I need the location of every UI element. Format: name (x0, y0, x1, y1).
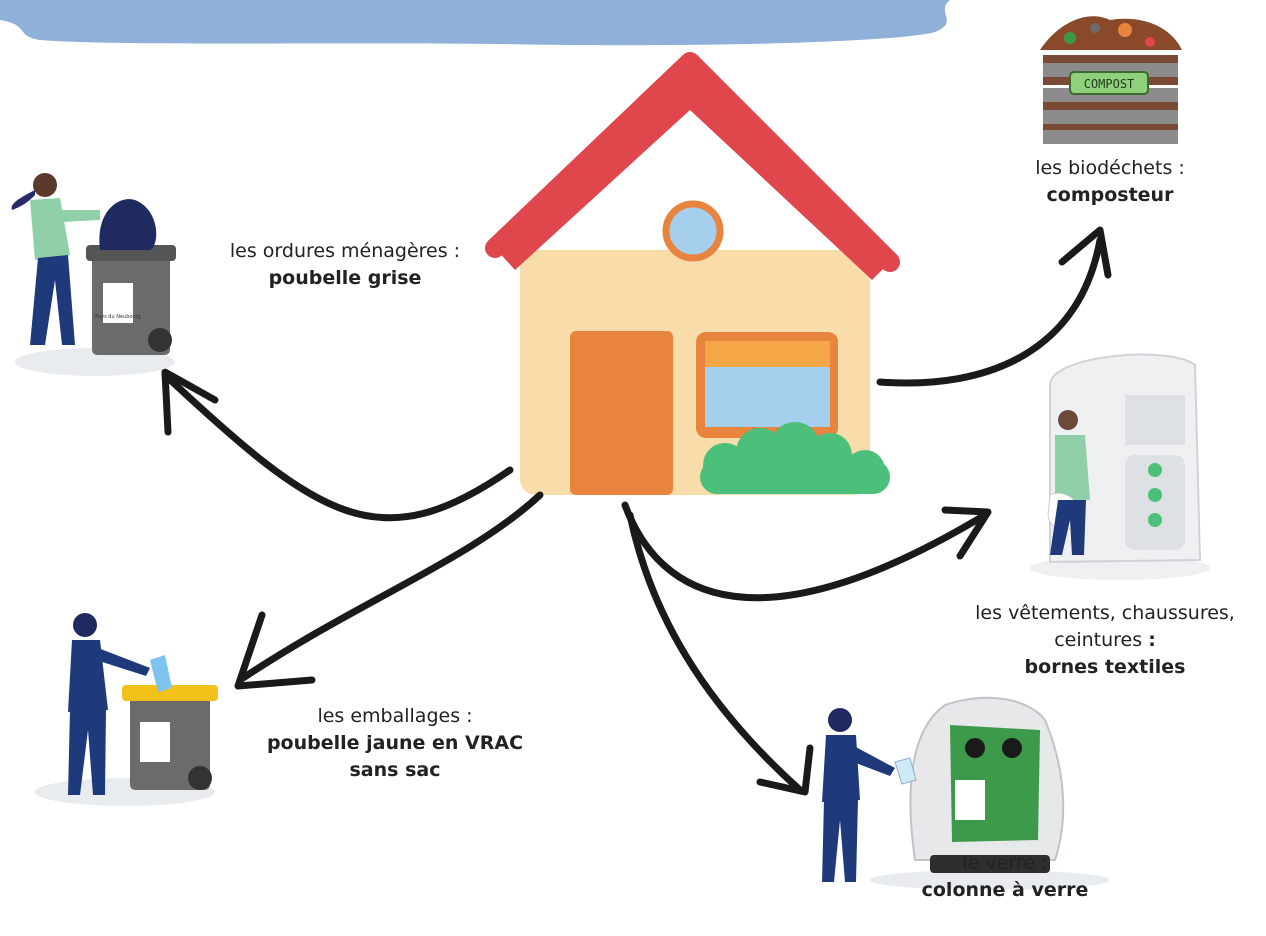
arrowhead-glass (756, 744, 814, 796)
label-ordures-title: les ordures ménagères : (229, 240, 461, 262)
compost-sign-text: COMPOST (1084, 77, 1135, 91)
textile-bank-illustration (1030, 353, 1210, 580)
label-verre: le verre : colonne à verre (880, 850, 1130, 904)
gray-bin-illustration: Pays du Neubourg (11, 173, 176, 376)
label-biodechets-bin: composteur (1046, 184, 1174, 206)
yellow-bin-illustration (35, 613, 218, 806)
label-ordures-bin: poubelle grise (268, 267, 422, 289)
arrow-to-compost (876, 236, 1104, 387)
label-verre-bin: colonne à verre (921, 879, 1089, 901)
arrowhead-yellow-bin (234, 611, 316, 690)
arrow-to-yellow-bin (236, 491, 544, 684)
arrowhead-compost (1058, 226, 1112, 279)
arrow-to-glass (626, 511, 804, 794)
arrows (161, 226, 1112, 796)
bush-icon (700, 422, 890, 494)
label-textiles: les vêtements, chaussures, ceintures : b… (945, 600, 1265, 681)
label-textiles-colon: : (1148, 629, 1156, 651)
house-illustration (485, 52, 900, 495)
label-ordures-menageres: les ordures ménagères : poubelle grise (195, 238, 495, 292)
compost-illustration: COMPOST (1040, 16, 1182, 144)
top-banner (0, 0, 950, 46)
label-textiles-bin: bornes textiles (1024, 656, 1186, 678)
label-textiles-title-cont: ceintures (1054, 629, 1149, 651)
arrow-to-textile (621, 501, 989, 602)
bin-logo-text: Pays du Neubourg (95, 314, 140, 320)
arrow-to-gray-bin (161, 371, 514, 522)
label-emballages-title: les emballages : (317, 705, 473, 727)
label-emballages-bin: poubelle jaune en VRAC (266, 732, 524, 754)
label-emballages: les emballages : poubelle jaune en VRAC … (230, 703, 560, 784)
label-verre-title: le verre : (962, 852, 1048, 874)
label-biodechets-title: les biodéchets : (1035, 157, 1185, 179)
arrowhead-textile (941, 506, 992, 560)
glass-bank-illustration (822, 696, 1110, 890)
arrowhead-gray-bin (161, 368, 219, 436)
label-biodechets: les biodéchets : composteur (990, 155, 1230, 209)
label-textiles-title: les vêtements, chaussures, (975, 602, 1235, 624)
label-emballages-note: sans sac (349, 759, 441, 781)
